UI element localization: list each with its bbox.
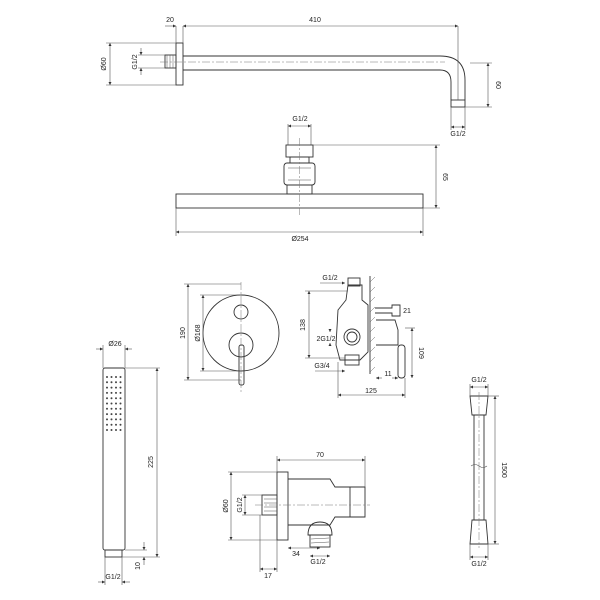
nozzle-grid <box>106 376 122 431</box>
nozzle-dot <box>115 386 117 389</box>
nozzle-dot <box>115 391 117 394</box>
nozzle-dot <box>110 376 113 378</box>
mixer-thread-mid-label: 2G1/2 <box>316 336 335 343</box>
arm-thread-out-label: G1/2 <box>450 131 465 138</box>
mixer-outlet-label: 21 <box>403 308 411 315</box>
mixer-depth-label: 125 <box>365 388 377 395</box>
nozzle-dot <box>110 381 113 384</box>
hose-thread-bottom-label: G1/2 <box>471 561 486 568</box>
nozzle-dot <box>115 381 117 384</box>
hand-connector-label: 10 <box>135 562 142 570</box>
outlet-thread-out-label: G1/2 <box>310 559 325 566</box>
nozzle-dot <box>119 423 122 426</box>
nozzle-dot <box>119 418 122 421</box>
nozzle-dot <box>119 381 122 384</box>
nozzle-dot <box>110 429 113 431</box>
nozzle-dot <box>110 386 113 389</box>
nozzle-dot <box>106 429 108 431</box>
shower-hose: G1/2 1500 G1/2 <box>469 377 507 568</box>
mixer-height-label: 190 <box>180 327 187 339</box>
nozzle-dot <box>110 413 113 416</box>
outlet-thread-in-label: G1/2 <box>237 497 244 512</box>
mixer-lever-height-label: 109 <box>417 347 424 359</box>
mixer-thread-top-label: G1/2 <box>322 275 337 282</box>
nozzle-dot <box>110 391 113 394</box>
nozzle-dot <box>115 413 117 416</box>
hand-thread-label: G1/2 <box>105 574 120 581</box>
mixer-offset-label: 11 <box>384 371 391 378</box>
hand-length-label: 225 <box>148 456 155 468</box>
nozzle-dot <box>106 376 108 378</box>
shower-head: G1/2 65 Ø254 <box>175 116 448 243</box>
outlet-flange-depth-label: 17 <box>264 573 272 580</box>
nozzle-dot <box>115 402 117 405</box>
nozzle-dot <box>115 423 117 426</box>
arm-drop-label: 60 <box>494 81 501 89</box>
arm-flange-dia-label: Ø60 <box>101 57 108 70</box>
nozzle-dot <box>119 386 122 389</box>
nozzle-dot <box>110 418 113 421</box>
head-height-label: 65 <box>441 173 448 181</box>
arm-length-label: 410 <box>309 17 321 24</box>
mixer-thread-bottom-label: G3/4 <box>314 363 329 370</box>
nozzle-dot <box>106 391 108 394</box>
nozzle-dot <box>110 407 113 410</box>
nozzle-dot <box>115 407 117 410</box>
nozzle-dot <box>119 413 122 416</box>
hand-dia-label: Ø26 <box>108 341 121 348</box>
nozzle-dot <box>110 423 113 426</box>
outlet-length-label: 70 <box>316 452 324 459</box>
nozzle-dot <box>110 397 113 400</box>
nozzle-dot <box>119 376 122 378</box>
mixer-depth-138-label: 138 <box>300 319 307 331</box>
nozzle-dot <box>106 418 108 421</box>
nozzle-dot <box>115 397 117 400</box>
nozzle-dot <box>119 402 122 405</box>
shower-arm: 20 410 Ø60 G1/2 60 G1/2 <box>101 17 501 138</box>
nozzle-dot <box>106 402 108 405</box>
nozzle-dot <box>106 381 108 384</box>
nozzle-dot <box>115 376 117 378</box>
nozzle-dot <box>119 397 122 400</box>
nozzle-dot <box>110 402 113 405</box>
outlet-flange-dia-label: Ø60 <box>223 499 230 512</box>
arm-thread-in-label: G1/2 <box>132 54 139 69</box>
nozzle-dot <box>115 418 117 421</box>
nozzle-dot <box>119 391 122 394</box>
mixer-side-view: G1/2 138 2G1/2 G3/4 11 125 21 109 <box>300 275 424 398</box>
head-dia-label: Ø254 <box>291 236 308 243</box>
hose-length-label: 1500 <box>500 462 507 478</box>
nozzle-dot <box>106 397 108 400</box>
nozzle-dot <box>106 386 108 389</box>
head-thread-label: G1/2 <box>292 116 307 123</box>
nozzle-dot <box>115 429 117 431</box>
mixer-dia-label: Ø168 <box>195 324 202 341</box>
hose-thread-top-label: G1/2 <box>471 377 486 384</box>
outlet-offset-label: 34 <box>292 551 300 558</box>
mixer-front-view: 190 Ø168 <box>180 282 280 392</box>
wall-outlet: 70 Ø60 G1/2 34 G1/2 17 <box>223 452 370 580</box>
nozzle-dot <box>106 413 108 416</box>
arm-flange-width-label: 20 <box>166 17 174 24</box>
nozzle-dot <box>119 429 122 431</box>
nozzle-dot <box>106 423 108 426</box>
nozzle-dot <box>106 407 108 410</box>
hand-shower: Ø26 225 10 G1/2 <box>96 341 160 585</box>
nozzle-dot <box>119 407 122 410</box>
